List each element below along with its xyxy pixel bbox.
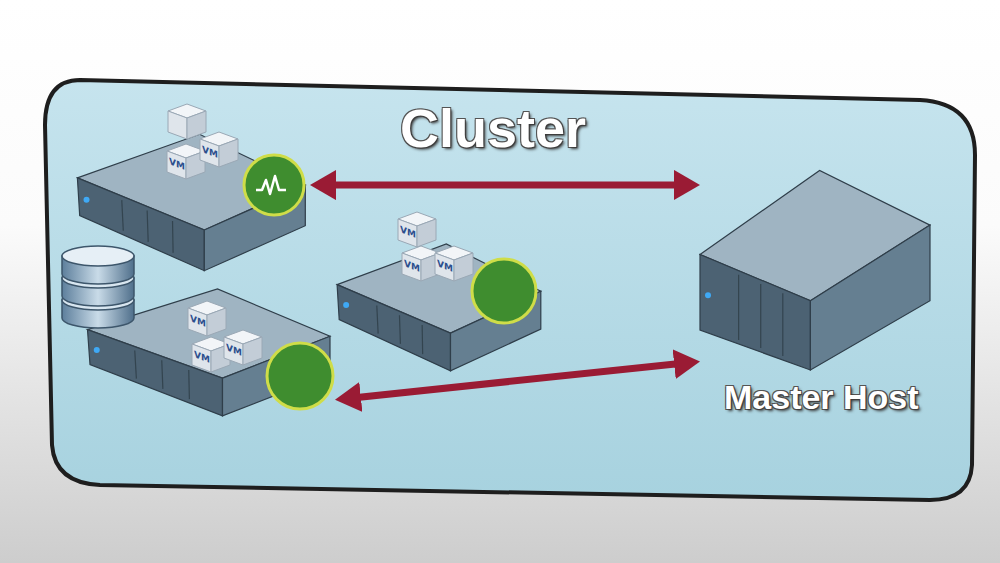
server-outline [700, 160, 930, 370]
drive-bay [135, 351, 137, 379]
drive-bay [147, 211, 148, 242]
vm-cube: VM [398, 210, 436, 248]
drive-bay [782, 293, 783, 356]
host-server: VMVMVM [85, 285, 335, 420]
master-host-server: Master Host [700, 160, 950, 425]
vm-cube: VM [188, 299, 226, 337]
power-led [84, 197, 90, 203]
power-led [94, 347, 100, 353]
cluster-border [45, 80, 975, 500]
vm-cube: VM [167, 142, 205, 180]
drive-bay [422, 325, 424, 354]
vm-cube: VM [402, 244, 440, 282]
vm-cube: VM [435, 244, 473, 282]
vm-cube: VM [224, 328, 262, 366]
cube-face [224, 337, 243, 365]
host-label: Master Host [724, 378, 919, 417]
drive-bay [122, 200, 124, 231]
cluster-title: Cluster [400, 97, 586, 159]
host-server: VMVMVM [335, 240, 545, 375]
drive-bay [188, 370, 190, 399]
vm-cube: VM [200, 130, 238, 168]
drive-bay [377, 306, 378, 334]
drive-bay [172, 221, 174, 253]
cube-face [200, 139, 219, 167]
drive-bay [162, 360, 163, 389]
power-led [705, 292, 711, 298]
drive-bay [760, 284, 761, 348]
cluster-boundary: VMVMVMVMVMMaster HostVMVMVMCluster [40, 75, 980, 505]
drive-bay [399, 315, 401, 344]
host-server: VMVM [75, 130, 310, 275]
power-led [343, 302, 349, 308]
drive-bay [738, 275, 739, 340]
